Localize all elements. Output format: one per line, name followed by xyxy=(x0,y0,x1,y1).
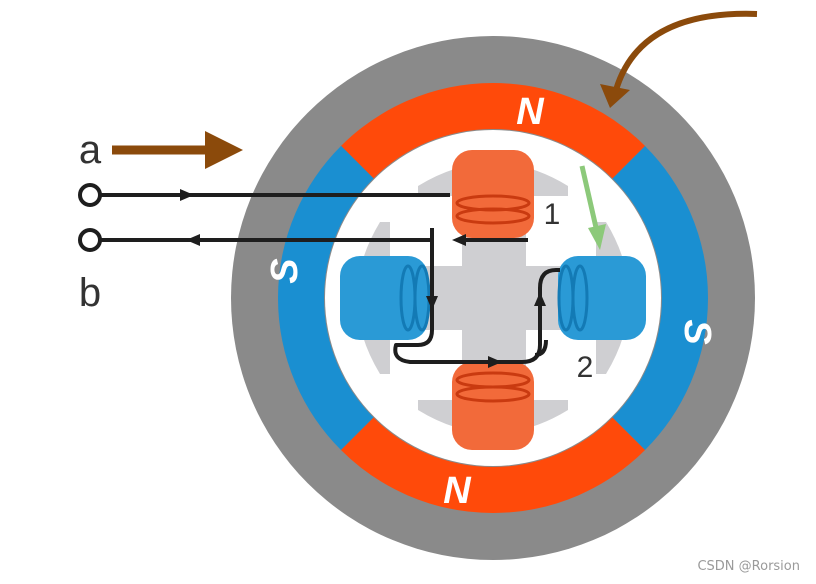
coil-bottom xyxy=(452,362,534,450)
magnet-ring xyxy=(278,82,708,513)
wire-arrow-inner-left xyxy=(426,296,438,310)
coil-turns-right xyxy=(557,264,589,332)
internal-winding-wire xyxy=(393,228,560,364)
coil-left xyxy=(340,256,428,340)
coil-number-2: 2 xyxy=(577,351,594,384)
wire-direction-arrow-a xyxy=(180,189,194,201)
rotation-arrow xyxy=(579,165,606,250)
coil-number-1: 1 xyxy=(544,198,561,231)
terminal-b xyxy=(78,228,102,252)
coil-right xyxy=(558,256,646,340)
pole-label-bottom: N xyxy=(443,470,472,512)
pole-label-left: S xyxy=(264,258,306,283)
pointer-arrow xyxy=(600,10,758,108)
input-arrow xyxy=(112,131,243,169)
watermark: CSDN @Rorsion xyxy=(697,559,800,574)
wire-direction-arrow-b xyxy=(186,234,200,246)
terminal-a xyxy=(78,183,102,207)
wire-arrow-inner-right xyxy=(534,292,546,306)
terminal-b-label: b xyxy=(79,271,101,315)
pole-label-top: N xyxy=(516,91,545,133)
coil-top xyxy=(452,150,534,238)
terminal-a-label: a xyxy=(79,128,102,172)
pole-label-right: S xyxy=(676,319,718,344)
south-pole-right-segment xyxy=(278,82,708,513)
wire-arrow-inner-top xyxy=(452,234,466,246)
wire-arrow-inner-bottom xyxy=(488,356,502,368)
south-pole-left-segment xyxy=(278,82,708,513)
coil-turns-top xyxy=(455,194,531,225)
coil-turns-bottom xyxy=(455,371,531,403)
